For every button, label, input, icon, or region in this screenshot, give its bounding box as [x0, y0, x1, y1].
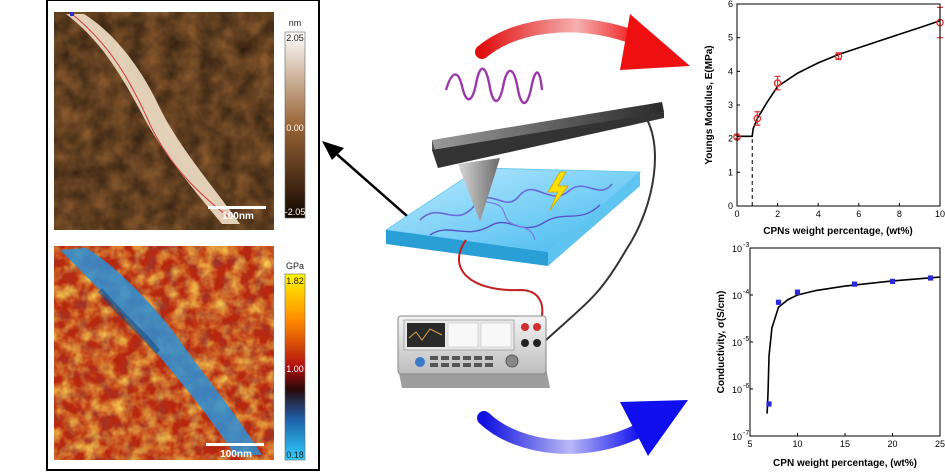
chart1-axes-box — [736, 3, 941, 207]
chart1-ytick-label: 6 — [728, 0, 733, 9]
topography-tick-bottom: -2.05 — [285, 207, 306, 217]
chart1-ytick-label: 5 — [728, 33, 733, 43]
blue-cycle-arrow — [477, 400, 688, 456]
chart2-ytick-exponent: -4 — [743, 289, 749, 296]
chart1-xtick-label: 10 — [935, 209, 945, 219]
chart1-xtick-label: 4 — [816, 209, 821, 219]
youngs-modulus-chart: 0 2 4 6 8 10 0 1 2 3 4 5 6 CPNs weight percentage, (… — [704, 0, 945, 237]
chart2-ytick-label: 10 — [732, 385, 742, 395]
topography-scale-label: 100nm — [222, 211, 254, 222]
afm-topography-image — [54, 12, 274, 230]
modulus-tick-bottom: 0.18 — [286, 450, 304, 460]
chart2-ytick-exponent: -7 — [743, 430, 749, 437]
chart1-ticks: 0 2 4 6 8 10 0 1 2 3 4 5 6 — [728, 0, 945, 219]
chart2-axes-box — [749, 247, 941, 437]
source-meter-instrument-icon — [397, 315, 550, 388]
black-wire — [545, 111, 656, 341]
polymer-film-icon — [384, 167, 642, 266]
chart2-data-point — [766, 401, 772, 407]
chart1-ytick-label: 0 — [728, 201, 733, 211]
chart2-ytick-exponent: -3 — [743, 242, 749, 249]
afm-modulus-image — [54, 246, 274, 460]
afm-cantilever-icon — [432, 102, 664, 168]
chart2-ytick-label: 10 — [732, 338, 742, 348]
chart2-ylabel: Conductivity, σ(S/cm) — [716, 291, 727, 394]
chart2-xtick-label: 10 — [792, 439, 802, 449]
chart2-data-point — [851, 281, 858, 287]
chart1-data-point — [753, 114, 762, 123]
red-cycle-arrow — [475, 14, 690, 70]
chart1-xtick-label: 8 — [897, 209, 902, 219]
chart1-ytick-label: 3 — [728, 100, 733, 110]
modulus-colorbar — [284, 273, 306, 461]
chart2-data-point — [927, 275, 934, 281]
chart2-xtick-label: 5 — [747, 439, 752, 449]
modulus-tick-mid: 1.00 — [286, 364, 304, 374]
chart1-data-point — [773, 79, 782, 87]
modulus-tick-top: 1.82 — [286, 276, 304, 286]
chart1-xtick-label: 0 — [734, 209, 739, 219]
chart1-ytick-label: 2 — [728, 134, 733, 144]
chart2-ytick-label: 10 — [732, 244, 742, 254]
lightning-bolt-icon — [547, 171, 569, 211]
chart2-ytick-label: 10 — [732, 291, 742, 301]
chart1-points — [733, 6, 944, 141]
chart1-ytick-label: 4 — [728, 66, 733, 76]
chart2-fit-curve — [766, 276, 941, 414]
chart1-xlabel: CPNs weight percentage, (wt%) — [763, 226, 912, 237]
chart2-xtick-label: 25 — [935, 439, 945, 449]
chart2-xlabel: CPN weight percentage, (wt%) — [773, 458, 917, 469]
topography-colorbar — [284, 31, 306, 219]
modulus-scale-label: 100nm — [220, 449, 252, 460]
chart2-ytick-exponent: -6 — [743, 383, 749, 390]
chart1-fit-curve — [737, 20, 941, 138]
topography-tick-mid: 0.00 — [286, 123, 304, 133]
chart1-data-point — [834, 52, 843, 61]
red-wire — [458, 239, 544, 331]
afm-tip-icon — [458, 158, 500, 222]
chart2-data-point — [775, 299, 782, 305]
trace-line — [71, 13, 231, 219]
oscillation-wave-icon — [444, 67, 544, 104]
chart1-ylabel: Youngs Modulus, E(MPa) — [704, 45, 715, 164]
chart1-xtick-label: 6 — [856, 209, 861, 219]
topography-scale-bar — [208, 206, 266, 209]
modulus-scale-bar — [206, 443, 264, 446]
chart1-ytick-label: 1 — [728, 167, 733, 177]
chart2-ytick-exponent: -5 — [743, 336, 749, 343]
chart2-ytick-label: 10 — [732, 432, 742, 442]
chart1-xtick-label: 2 — [775, 209, 780, 219]
chart2-xtick-label: 15 — [840, 439, 850, 449]
modulus-colorbar-unit: GPa — [286, 261, 304, 271]
chart2-data-point — [794, 289, 801, 295]
topography-tick-top: 2.05 — [286, 33, 304, 43]
chart2-data-point — [889, 278, 896, 284]
topography-colorbar-unit: nm — [289, 18, 302, 28]
chart2-points — [766, 275, 934, 407]
chart2-xtick-label: 20 — [887, 439, 897, 449]
